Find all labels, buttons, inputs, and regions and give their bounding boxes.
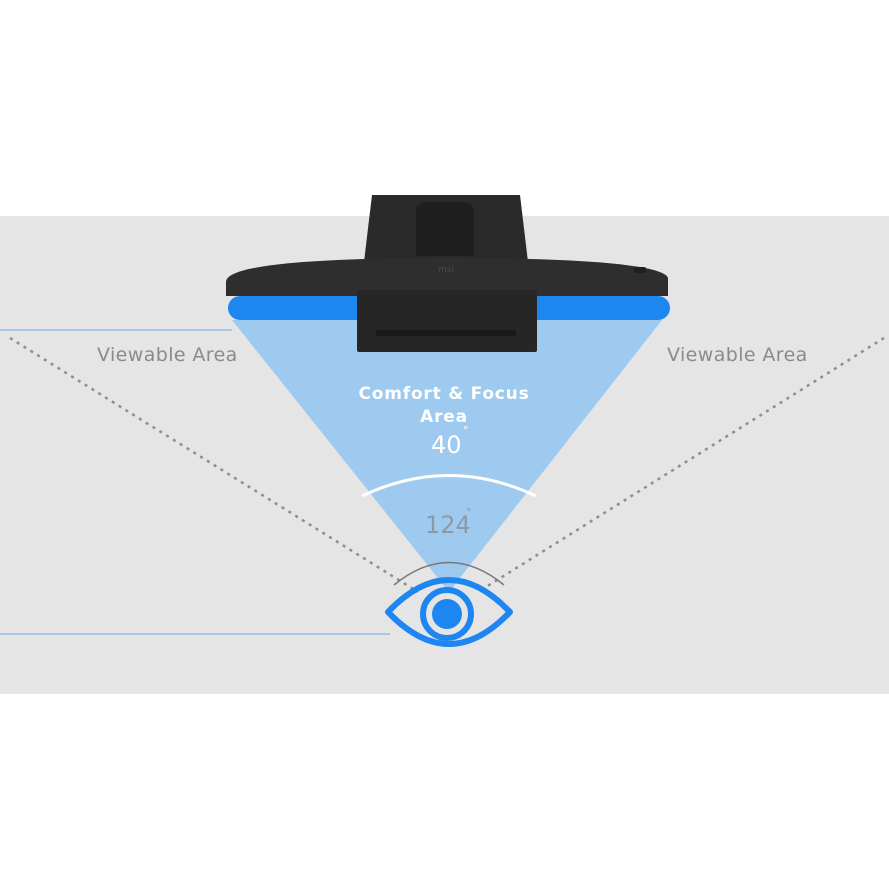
comfort-angle-arc: [361, 474, 537, 498]
viewable-angle-degree: °: [466, 506, 472, 519]
comfort-focus-cone: [232, 320, 662, 592]
eye-icon: [385, 577, 513, 647]
monitor-body: [226, 258, 668, 296]
comfort-focus-title-line2: Area: [420, 407, 468, 427]
stand-base: [357, 290, 537, 352]
viewable-area-label-left: Viewable Area: [97, 344, 238, 366]
monitor-stand-hinge: [416, 202, 474, 256]
screen-edge-left: [228, 296, 368, 320]
viewable-angle-arc: [393, 561, 505, 586]
comfort-focus-title: Comfort & Focus: [358, 384, 530, 404]
viewable-area-label-right: Viewable Area: [667, 344, 808, 366]
monitor-button: [634, 267, 646, 273]
stand-base-slot: [376, 330, 516, 336]
viewable-angle-value: 124: [425, 511, 471, 539]
monitor-logo: msi: [438, 265, 454, 275]
comfort-angle-degree: °: [463, 424, 469, 437]
viewable-boundary-left: [9, 336, 419, 594]
comfort-angle-value: 40: [431, 431, 462, 459]
screen-edge-right: [524, 296, 670, 320]
